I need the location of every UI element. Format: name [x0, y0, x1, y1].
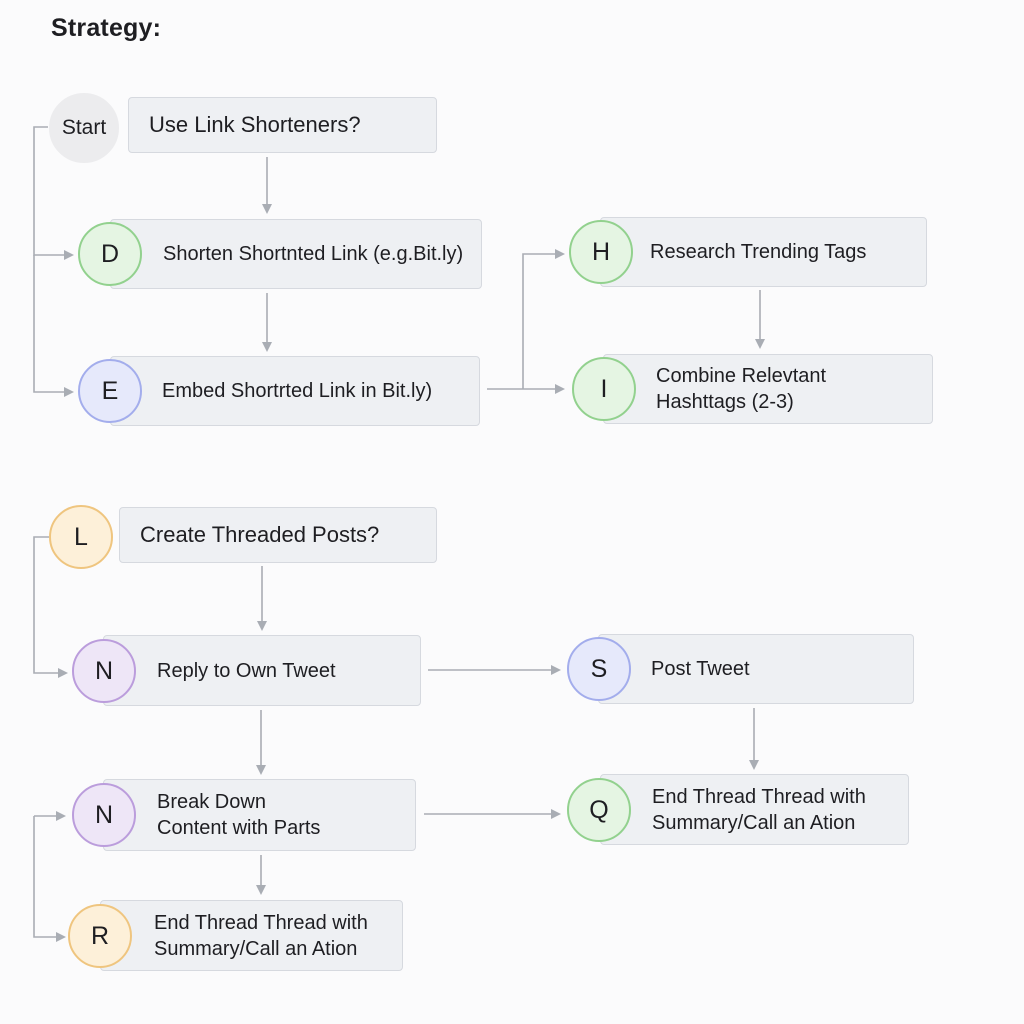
connector-side-to-r	[33, 816, 66, 942]
step-label-line2: Summary/Call an Ation	[154, 937, 358, 960]
step-box-i: Combine Relevtant Hashttags (2-3)	[603, 354, 933, 424]
page-title: Strategy:	[51, 14, 162, 42]
step-box-q: End Thread Thread with Summary/Call an A…	[600, 774, 909, 845]
node-letter: H	[591, 237, 611, 266]
node-letter: I	[600, 374, 608, 403]
step-label-line2: Hashttags (2-3)	[656, 391, 794, 413]
step-box-r: End Thread Thread with Summary/Call an A…	[100, 900, 403, 971]
connector-start-to-e	[33, 255, 74, 397]
node-letter: N	[94, 800, 114, 829]
question-label: Create Threaded Posts?	[140, 522, 380, 547]
node-circle-q: Q	[567, 778, 631, 842]
connector-l-to-n1	[33, 536, 68, 678]
connector-e-to-h	[522, 249, 565, 389]
step-box-n-break-down: Break Down Content with Parts	[103, 779, 416, 851]
step-label-line1: End Thread Thread with	[154, 911, 368, 934]
node-letter: N	[94, 656, 114, 685]
node-letter: D	[100, 239, 120, 268]
step-label: Research Trending Tags	[650, 241, 867, 263]
step-label: Post Tweet	[651, 658, 750, 680]
step-label-line1: End Thread Thread with	[652, 785, 866, 808]
step-box-h: Research Trending Tags	[600, 217, 927, 287]
start-label: Start	[61, 116, 107, 139]
node-circle-i: I	[572, 357, 636, 421]
node-circle-s: S	[567, 637, 631, 701]
step-label-line1: Combine Relevtant	[656, 365, 827, 387]
node-letter: Q	[589, 795, 609, 824]
step-box-d: Shorten Shortnted Link (e.g.Bit.ly)	[110, 219, 482, 289]
step-label-line1: Break Down	[157, 791, 266, 813]
question-threaded-posts: Create Threaded Posts?	[119, 507, 437, 563]
node-circle-n-reply: N	[72, 639, 136, 703]
step-label: Embed Shortrted Link in Bit.ly)	[162, 380, 433, 402]
node-circle-r: R	[68, 904, 132, 968]
node-letter: R	[90, 921, 110, 950]
node-circle-n-break-down: N	[72, 783, 136, 847]
node-circle-l: L	[49, 505, 113, 569]
step-label-line2: Summary/Call an Ation	[652, 811, 856, 834]
step-box-e: Embed Shortrted Link in Bit.ly)	[110, 356, 480, 426]
step-label: Shorten Shortnted Link (e.g.Bit.ly)	[163, 243, 464, 265]
node-circle-e: E	[78, 359, 142, 423]
node-circle-d: D	[78, 222, 142, 286]
node-letter: E	[101, 376, 119, 405]
step-label: Reply to Own Tweet	[157, 659, 336, 682]
node-letter: S	[590, 654, 608, 683]
step-box-n-reply: Reply to Own Tweet	[103, 635, 421, 706]
connector-start-to-d	[33, 126, 74, 260]
step-label-line2: Content with Parts	[157, 817, 321, 839]
node-letter: L	[74, 522, 88, 551]
start-node: Start	[49, 93, 119, 163]
node-circle-h: H	[569, 220, 633, 284]
step-box-s: Post Tweet	[598, 634, 914, 704]
question-link-shorteners: Use Link Shorteners?	[128, 97, 437, 153]
question-label: Use Link Shorteners?	[149, 112, 361, 137]
